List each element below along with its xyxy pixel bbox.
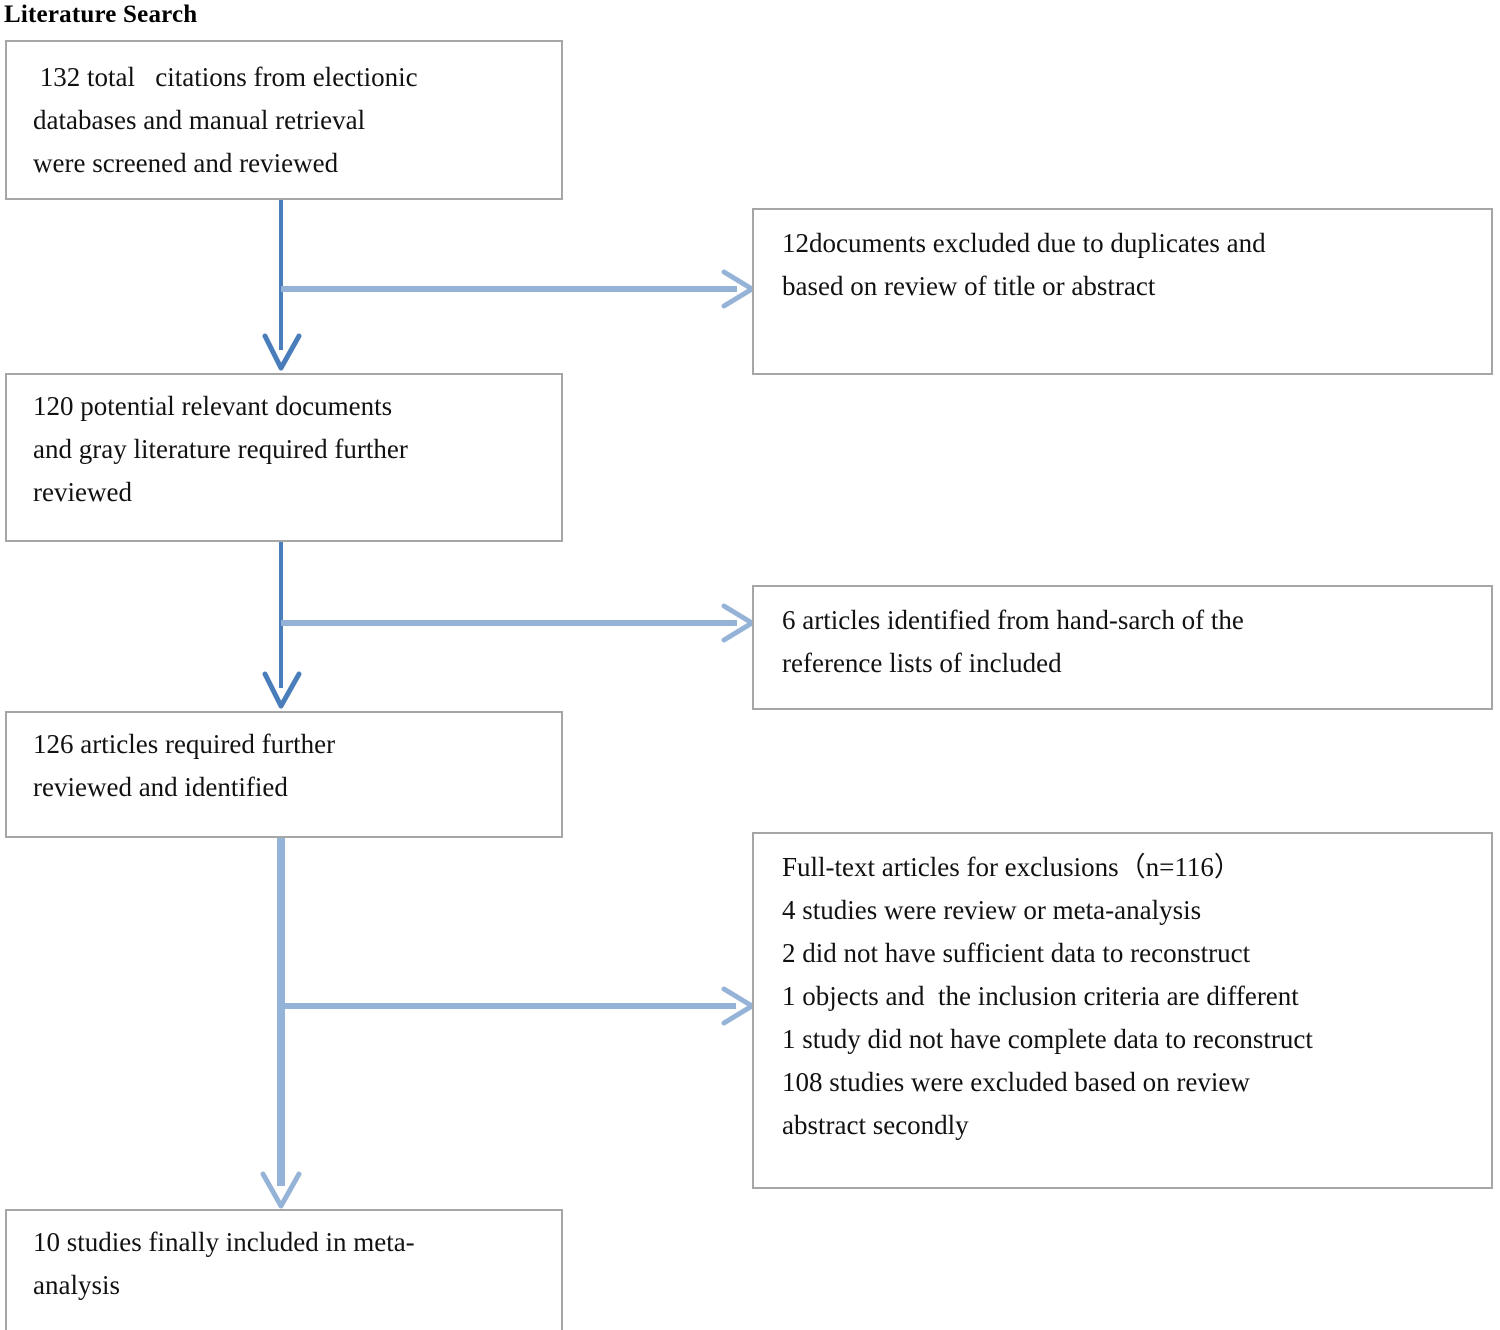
node-text-line: 6 articles identified from hand-sarch of… (782, 605, 1244, 635)
connector-citations-to-duplicates-line (281, 286, 737, 292)
node-text-line: 1 objects and the inclusion criteria are… (782, 981, 1299, 1011)
node-text-line: were screened and reviewed (33, 148, 339, 178)
node-text-line: reviewed (33, 477, 132, 507)
arrowhead-down-required-to-included (260, 1171, 302, 1209)
node-text-line: 1 study did not have complete data to re… (782, 1024, 1313, 1054)
node-text-line: 4 studies were review or meta-analysis (782, 895, 1202, 925)
node-text-line: reviewed and identified (33, 772, 288, 802)
node-text-line: based on review of title or abstract (782, 271, 1156, 301)
node-included-final: 10 studies finally included in meta-anal… (5, 1209, 563, 1330)
node-duplicates-excluded: 12documents excluded due to duplicates a… (752, 208, 1493, 375)
node-required-further-review: 126 articles required further reviewed an… (5, 711, 563, 838)
node-text-line: 126 articles required further (33, 729, 336, 759)
connector-required-to-included-line (277, 838, 285, 1186)
node-citations: 132 total citations from electionic datab… (5, 40, 563, 200)
node-duplicates-excluded-text: 12documents excluded due to duplicates a… (754, 210, 1491, 308)
connector-potential-to-handsearch-line (281, 620, 737, 626)
node-text-line: 108 studies were excluded based on revie… (782, 1067, 1250, 1097)
node-text-line: 2 did not have sufficient data to recons… (782, 938, 1251, 968)
node-fulltext-exclusions-text: Full-text articles for exclusions（n=116）… (754, 834, 1491, 1147)
node-included-final-text: 10 studies finally included in meta-anal… (7, 1211, 561, 1307)
node-text-line: abstract secondly (782, 1110, 969, 1140)
node-required-further-review-text: 126 articles required further reviewed an… (7, 713, 561, 809)
node-potential-relevant: 120 potential relevant documents and gray… (5, 373, 563, 542)
node-potential-relevant-text: 120 potential relevant documents and gray… (7, 375, 561, 514)
page-title: Literature Search (4, 1, 198, 28)
arrowhead-down-citations-to-potential (262, 333, 302, 371)
arrowhead-down-potential-to-required (262, 671, 302, 709)
node-text-line: 10 studies finally included in meta- (33, 1227, 415, 1257)
node-text-line: databases and manual retrieval (33, 105, 366, 135)
node-citations-text: 132 total citations from electionic datab… (7, 42, 561, 185)
node-fulltext-exclusions: Full-text articles for exclusions（n=116）… (752, 832, 1493, 1189)
node-text-line: reference lists of included (782, 648, 1062, 678)
node-text-line: and gray literature required further (33, 434, 408, 464)
node-handsearch-articles-text: 6 articles identified from hand-sarch of… (754, 587, 1491, 685)
node-handsearch-articles: 6 articles identified from hand-sarch of… (752, 585, 1493, 710)
node-text-line: 132 total citations from electionic (33, 62, 418, 92)
node-text-line: 12documents excluded due to duplicates a… (782, 228, 1266, 258)
node-text-line: 120 potential relevant documents (33, 391, 393, 421)
node-text-line: Full-text articles for exclusions（n=116） (782, 852, 1241, 882)
node-text-line: analysis (33, 1270, 120, 1300)
connector-potential-to-required-line (279, 542, 283, 688)
connector-required-to-fulltext-line (280, 1003, 736, 1009)
connector-citations-to-potential-line (279, 200, 283, 350)
